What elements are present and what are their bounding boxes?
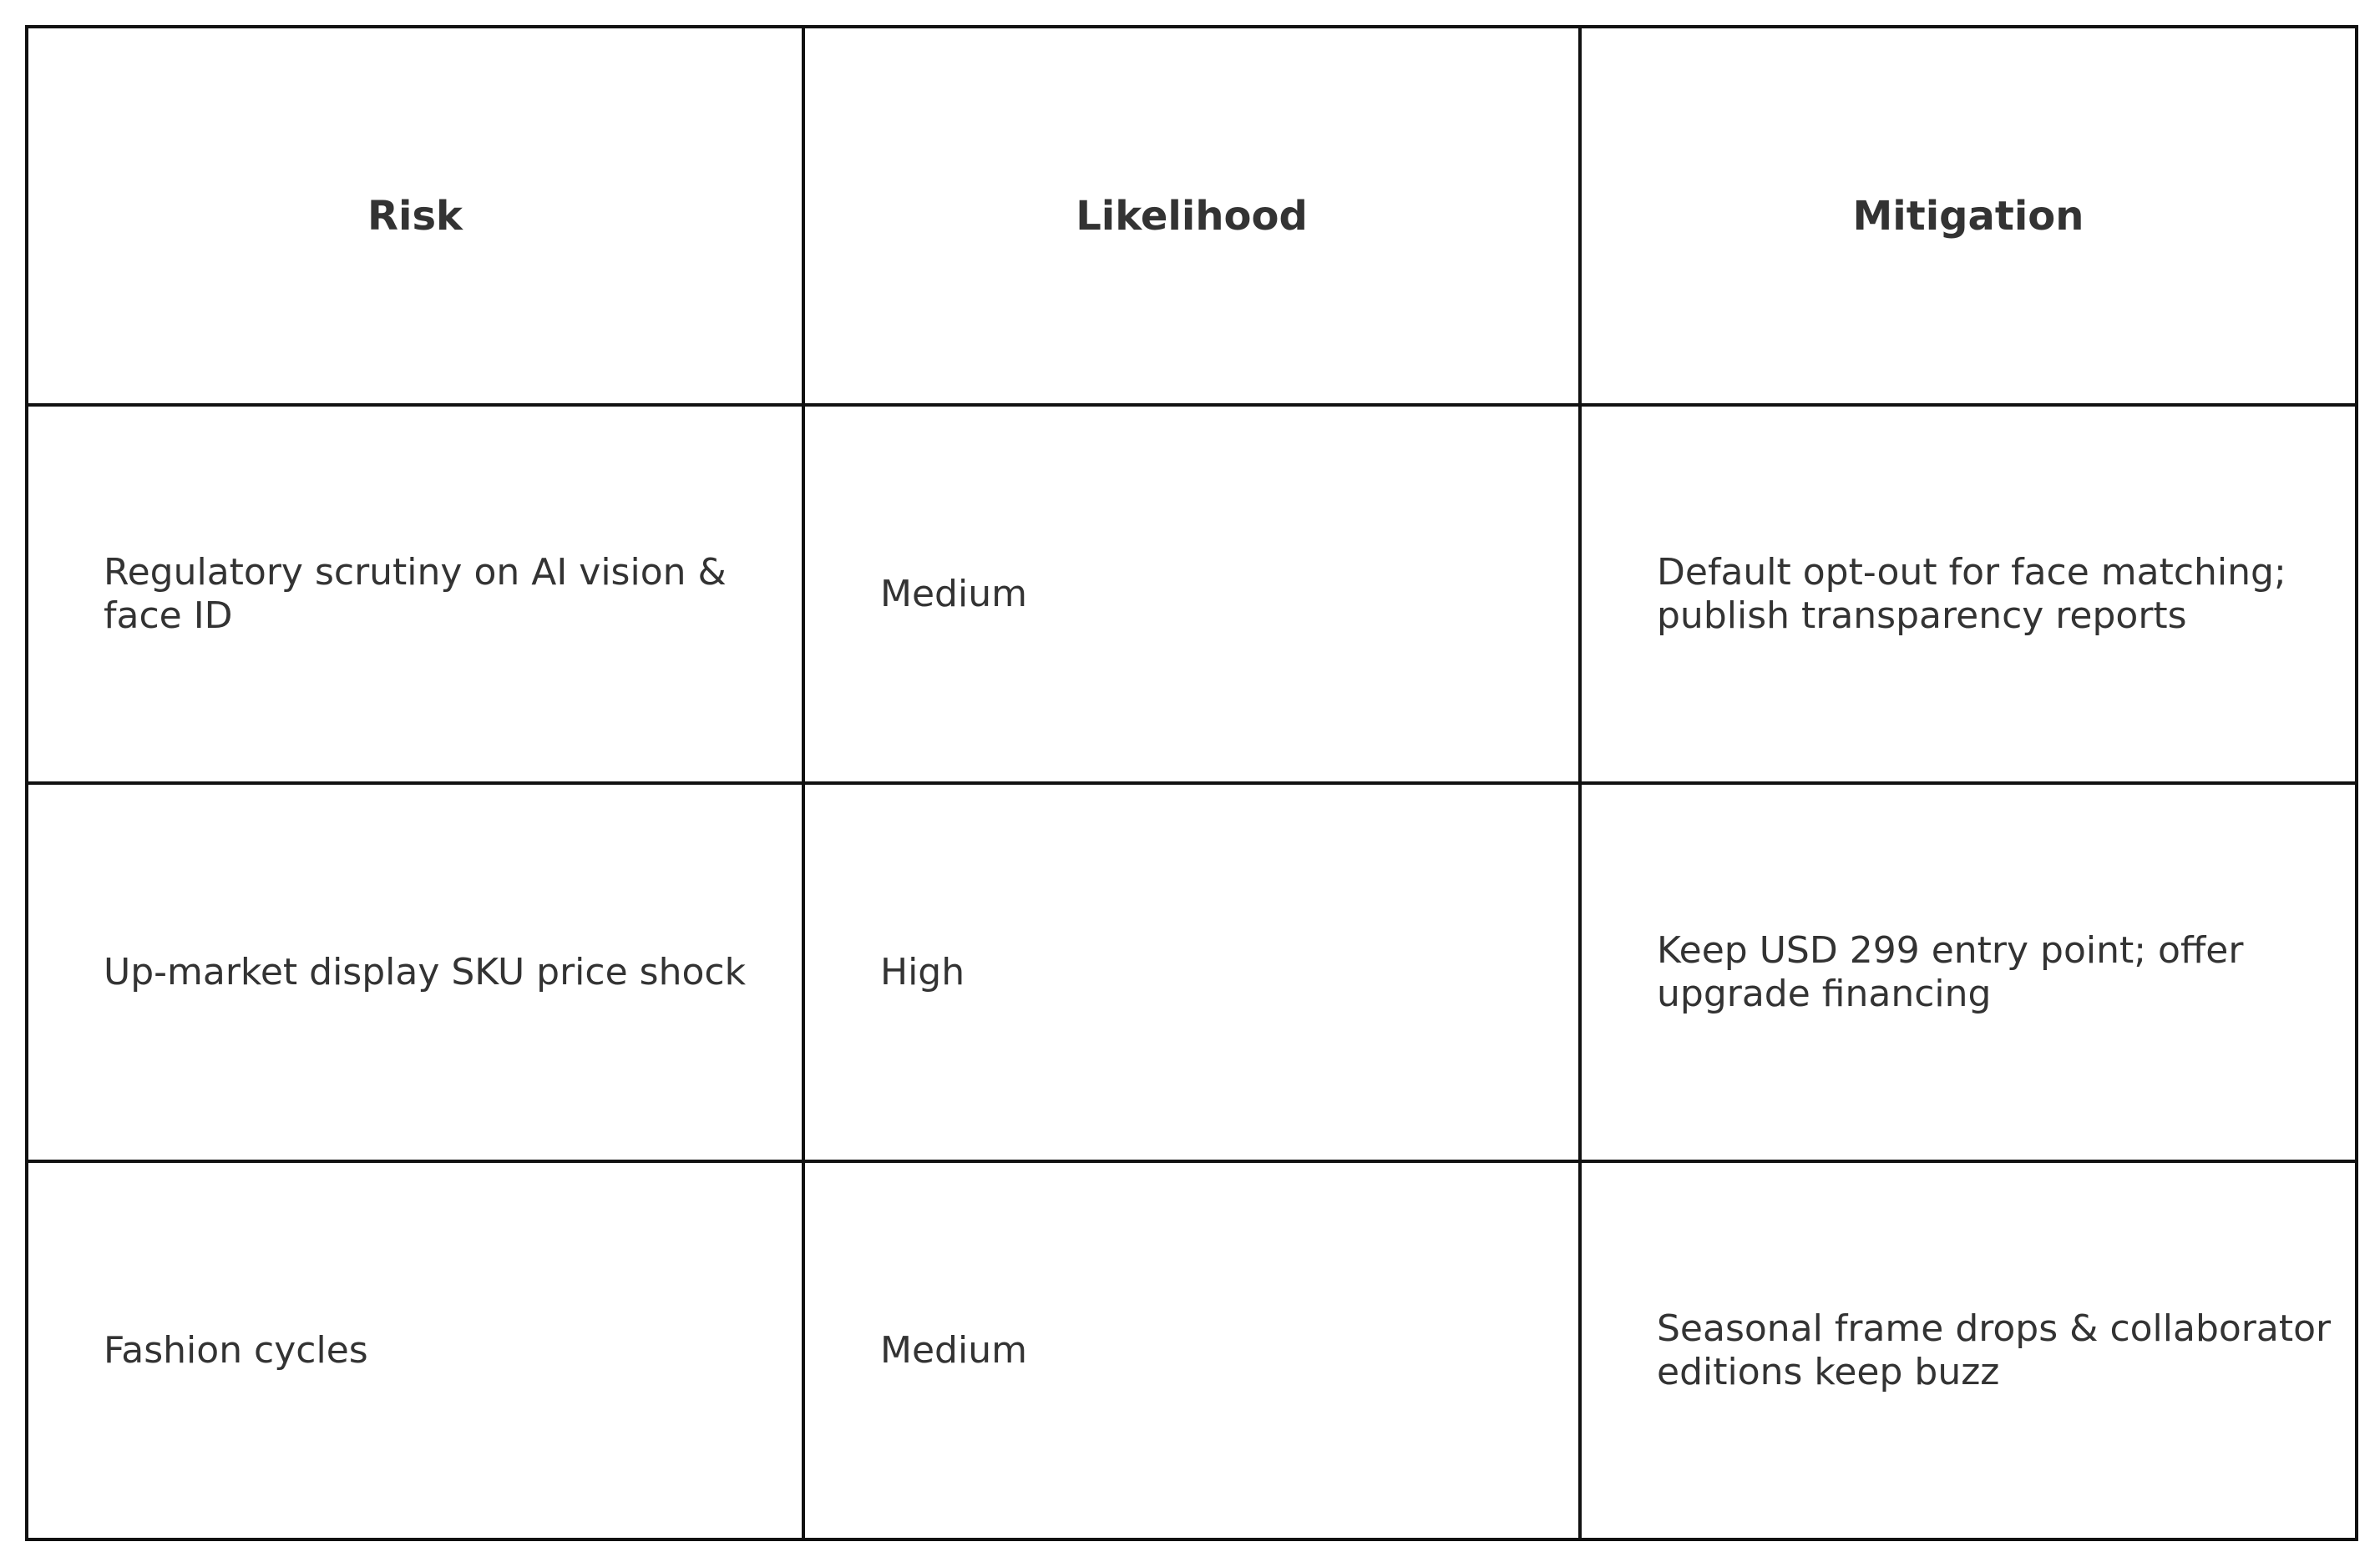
risk-table: Risk Likelihood Mitigation Regulatory sc… [25, 25, 2358, 1541]
table-row: Regulatory scrutiny on AI vision & face … [25, 403, 2358, 785]
cell-likelihood: Medium [802, 403, 1582, 785]
cell-likelihood: High [802, 781, 1582, 1163]
cell-risk: Regulatory scrutiny on AI vision & face … [25, 403, 805, 785]
cell-likelihood: Medium [802, 1160, 1582, 1541]
table-row: Up-market display SKU price shock High K… [25, 781, 2358, 1163]
cell-mitigation: Default opt-out for face matching; publi… [1578, 403, 2358, 785]
cell-mitigation: Seasonal frame drops & collaborator edit… [1578, 1160, 2358, 1541]
cell-risk: Fashion cycles [25, 1160, 805, 1541]
cell-risk: Up-market display SKU price shock [25, 781, 805, 1163]
column-header-mitigation: Mitigation [1578, 25, 2358, 407]
table-header-row: Risk Likelihood Mitigation [25, 25, 2358, 407]
column-header-risk: Risk [25, 25, 805, 407]
column-header-likelihood: Likelihood [802, 25, 1582, 407]
table-row: Fashion cycles Medium Seasonal frame dro… [25, 1160, 2358, 1541]
cell-mitigation: Keep USD 299 entry point; offer upgrade … [1578, 781, 2358, 1163]
